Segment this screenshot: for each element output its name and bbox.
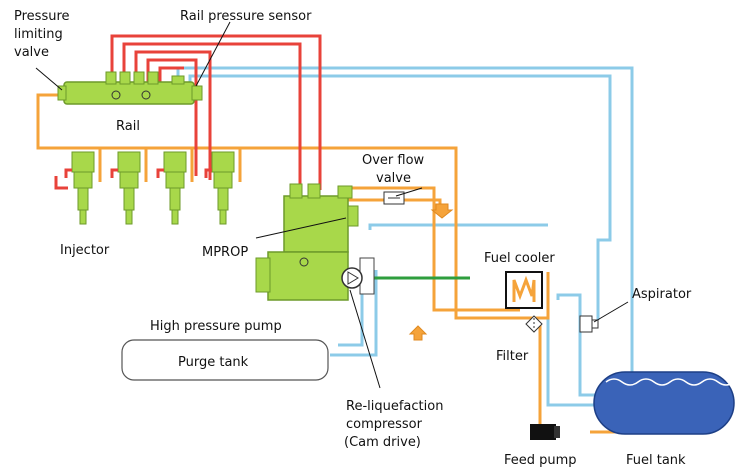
rail	[57, 71, 203, 105]
injector-1	[71, 151, 95, 225]
leader-lines	[35, 21, 629, 389]
overflow-valve	[383, 191, 405, 205]
label-reliquefaction-3: (Cam drive)	[344, 435, 421, 450]
label-feed-pump: Feed pump	[504, 453, 577, 468]
label-fuel-cooler: Fuel cooler	[484, 251, 555, 266]
hp-line-3	[134, 50, 212, 180]
injector-hp-stubs	[64, 168, 212, 178]
label-pressure-limiting-valve-3: valve	[14, 45, 49, 60]
aspirator-line-2	[546, 300, 598, 407]
rail-return-line-2	[188, 74, 612, 320]
pump-top-fitting	[337, 185, 353, 199]
label-overflow-valve-1: Over flow	[362, 153, 425, 168]
pump-drive-end	[255, 257, 271, 293]
leader-mprop	[255, 217, 347, 239]
pump-port	[299, 257, 309, 267]
injector-return-header	[240, 146, 550, 320]
overflow-to-filter-line	[350, 186, 520, 312]
compressor-arrow	[347, 271, 359, 285]
label-fuel-tank: Fuel tank	[626, 453, 686, 468]
flow-arrow-up	[408, 325, 428, 341]
rail-to-injector-line	[36, 93, 240, 150]
pressure-limiting-valve	[57, 85, 67, 101]
return-lines	[176, 66, 634, 407]
label-purge-tank: Purge tank	[178, 355, 249, 370]
aspirator-body	[579, 315, 593, 333]
flow-arrow-down	[430, 203, 454, 219]
high-pressure-pump	[255, 183, 375, 301]
pump-upper-body	[283, 195, 349, 253]
injector-hp-stub-1	[54, 176, 68, 190]
rail-outlet-5	[171, 75, 185, 85]
high-pressure-lines	[54, 34, 322, 190]
label-reliquefaction-2: compressor	[346, 417, 423, 432]
hp-line-2	[122, 42, 302, 190]
injector-2	[117, 151, 141, 225]
leader-overflow-valve	[395, 187, 423, 197]
rail-outlet-4	[147, 71, 159, 85]
purge-tank-return-line	[330, 270, 378, 357]
leader-aspirator	[593, 301, 629, 323]
label-mprop: MPROP	[202, 245, 248, 260]
rail-outlet-3	[133, 71, 145, 85]
hp-line-1	[110, 34, 322, 190]
fuel-cooler	[505, 271, 543, 309]
label-pressure-limiting-valve-2: limiting	[14, 27, 63, 42]
flow-arrows	[408, 203, 454, 341]
aspirator	[579, 315, 599, 333]
pump-outlet-1	[289, 183, 303, 199]
label-filter: Filter	[496, 349, 529, 364]
injectors	[64, 151, 235, 225]
injector-4	[211, 151, 235, 225]
aspirator-line	[556, 293, 598, 397]
purge-tank-return-line-2	[338, 290, 364, 347]
rail-port-2	[141, 90, 151, 100]
filter	[525, 315, 543, 333]
label-rail: Rail	[116, 119, 140, 134]
rail-body	[63, 81, 195, 105]
rail-outlet-1	[105, 71, 117, 85]
rail-return-line	[176, 66, 634, 375]
pump-lower-body	[267, 251, 349, 301]
hp-line-4	[146, 58, 198, 176]
label-high-pressure-pump: High pressure pump	[150, 319, 282, 334]
label-injector: Injector	[60, 243, 110, 258]
leader-reliquefaction	[349, 289, 381, 389]
feed-pump-body	[530, 424, 556, 440]
feed-pump	[530, 424, 560, 440]
label-pressure-limiting-valve-1: Pressure	[14, 9, 70, 24]
reliquefaction-compressor	[341, 267, 363, 289]
purge-tank-box	[121, 339, 329, 381]
fuel-cooler-box	[505, 271, 543, 309]
rail-pressure-sensor	[191, 85, 203, 101]
label-overflow-valve-2: valve	[376, 171, 411, 186]
fuel-tank	[593, 371, 735, 435]
pump-outlet-2	[307, 183, 321, 199]
fuel-cooler-coil	[512, 275, 536, 302]
label-reliquefaction-1: Re-liquefaction	[346, 399, 443, 414]
injector-3	[163, 151, 187, 225]
fuel-tank-wave	[605, 378, 735, 386]
rail-port-1	[111, 90, 121, 100]
label-aspirator: Aspirator	[632, 287, 692, 302]
labels: Pressure limiting valve Rail pressure se…	[14, 9, 692, 468]
mprop-valve	[347, 205, 359, 227]
label-rail-pressure-sensor: Rail pressure sensor	[180, 9, 312, 24]
leader-pressure-limiting-valve	[35, 67, 63, 91]
rail-outlet-2	[119, 71, 131, 85]
fuel-tank-body	[593, 371, 735, 435]
hp-line-5	[158, 66, 184, 82]
purge-tank	[121, 339, 329, 381]
pump-return-line	[368, 223, 548, 230]
leader-rail-pressure-sensor	[195, 21, 231, 87]
